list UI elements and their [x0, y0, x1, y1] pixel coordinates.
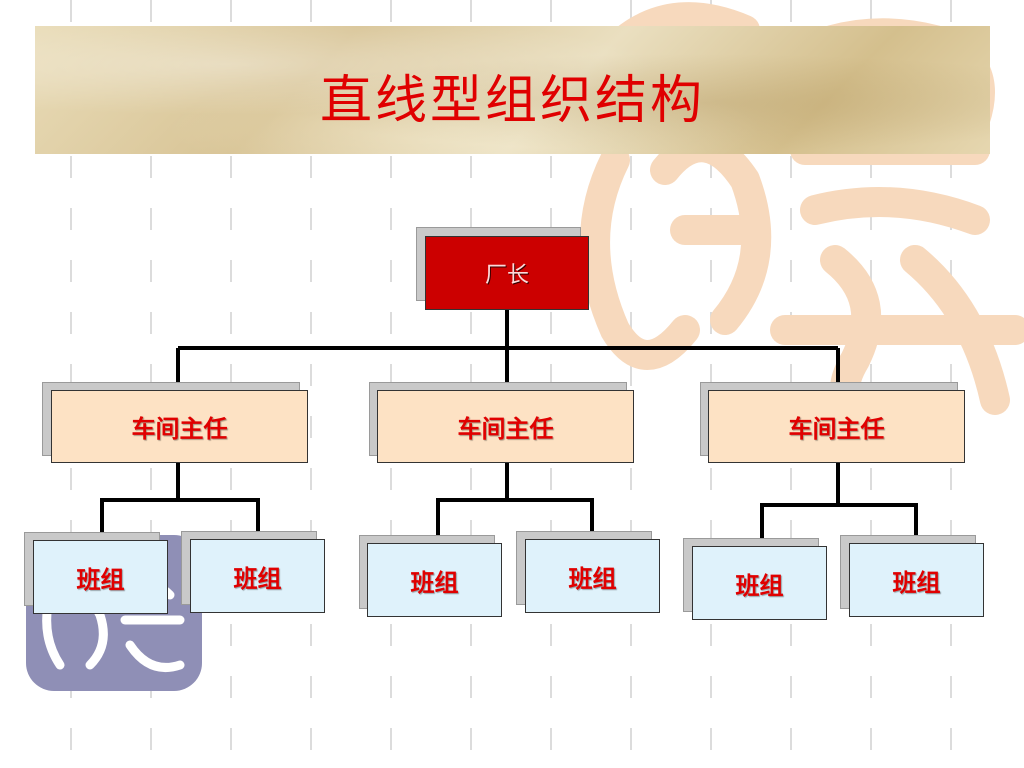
mid-node-label-2: 车间主任 [457, 414, 554, 443]
mid-node-label-3: 车间主任 [788, 414, 885, 443]
low-node-label-1: 班组 [76, 564, 125, 594]
decorative-seal-right [580, 2, 1024, 435]
mid-node-workshop-director-2: 车间主任 [377, 390, 634, 463]
low-node-label-6: 班组 [892, 567, 941, 597]
mid-node-workshop-director-3: 车间主任 [708, 390, 965, 463]
low-node-label-3: 班组 [410, 567, 459, 597]
connector-group-2 [436, 462, 594, 545]
page-title: 直线型组织结构 [319, 71, 705, 131]
connector-group-3 [760, 462, 918, 548]
root-node-factory-director: 厂长 [425, 236, 589, 310]
low-node-team-5: 班组 [692, 546, 827, 620]
low-node-team-4: 班组 [525, 539, 660, 613]
root-node-label: 厂长 [484, 263, 529, 288]
mid-node-workshop-director-1: 车间主任 [51, 390, 308, 463]
low-node-team-6: 班组 [849, 543, 984, 617]
low-node-team-3: 班组 [367, 543, 502, 617]
low-node-team-1: 班组 [33, 540, 168, 614]
low-node-label-4: 班组 [568, 563, 617, 593]
connector-group-1 [100, 462, 260, 545]
low-node-team-2: 班组 [190, 539, 325, 613]
low-node-label-5: 班组 [735, 570, 784, 600]
mid-node-label-1: 车间主任 [131, 414, 228, 443]
title-banner: 直线型组织结构 [35, 26, 990, 154]
low-node-label-2: 班组 [233, 563, 282, 593]
